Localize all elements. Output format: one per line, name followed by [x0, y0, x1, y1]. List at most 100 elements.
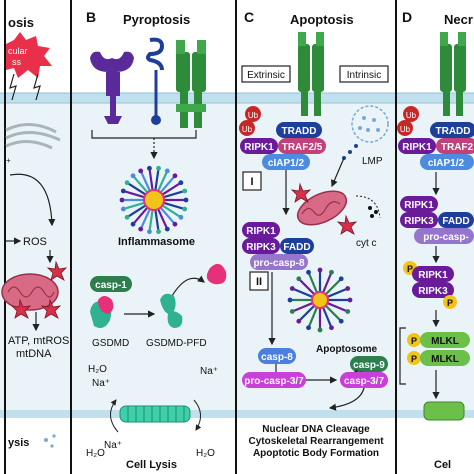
mlkl-pore [423, 401, 465, 421]
complex-spoke [139, 170, 151, 192]
svg-text:MLKL: MLKL [431, 336, 459, 347]
svg-text:RIPK3: RIPK3 [418, 286, 448, 297]
svg-text:P: P [411, 354, 417, 364]
svg-text:RIPK3: RIPK3 [404, 216, 434, 227]
outcome-1: Nuclear DNA Cleavage [262, 424, 370, 435]
svg-text:+: + [6, 156, 11, 165]
complex-spoke [132, 206, 149, 225]
complex-node [156, 165, 161, 171]
panel-b-letter: B [86, 9, 96, 25]
complex-spoke [307, 306, 318, 329]
complex-spoke [154, 209, 160, 232]
na-label-1: Na⁺ [92, 378, 110, 389]
ciap-pill-d [420, 154, 474, 170]
gsdmd-icon [90, 296, 114, 328]
mtdna-label: mtDNA [16, 348, 52, 360]
atp-label: ATP, mtROS, [8, 335, 72, 347]
ripk1-pill-2 [242, 222, 280, 238]
ub-circle [239, 120, 255, 136]
svg-text:P: P [407, 264, 413, 274]
phospho-circle [407, 333, 421, 347]
tradd-pill-d [430, 122, 474, 138]
svg-text:MLKL: MLKL [431, 354, 459, 365]
complex-spoke [324, 278, 342, 296]
panel-b-title: Pyroptosis [123, 12, 190, 27]
svg-text:Ub: Ub [248, 111, 259, 120]
inflammasome [119, 165, 189, 235]
phospho-circle [443, 295, 457, 309]
complex-node [296, 318, 302, 324]
complex-node [317, 327, 323, 333]
complex-node [329, 325, 334, 331]
complex-node [120, 188, 126, 194]
svg-text:TRADD: TRADD [436, 126, 471, 137]
fadd-pill [280, 238, 314, 254]
complex-node [119, 197, 125, 203]
procasp8-pill [250, 254, 308, 270]
svg-text:RIPK1: RIPK1 [404, 200, 434, 211]
path-II-box [249, 271, 269, 291]
stress-label-1: cular [8, 46, 28, 56]
svg-text:pro-casp-8: pro-casp-8 [253, 258, 305, 269]
complex-node [345, 309, 351, 314]
lysosome-icon [351, 105, 389, 143]
casp1-active-icon [206, 263, 227, 285]
svg-text:I: I [250, 176, 253, 188]
complex-core [311, 291, 329, 309]
svg-text:cIAP1/2: cIAP1/2 [268, 158, 305, 169]
complex-spoke [163, 201, 186, 211]
complex-node [172, 173, 178, 179]
casp37-pill [340, 372, 388, 388]
complex-node [156, 229, 161, 235]
panel-d-letter: D [402, 9, 412, 25]
complex-spoke [324, 304, 342, 322]
apoptosome [287, 267, 353, 333]
phospho-circle [407, 351, 421, 365]
complex-node [124, 214, 130, 220]
ciap-pill [262, 154, 310, 170]
complex-node [182, 206, 188, 212]
fadd-pill-d [438, 212, 474, 228]
complex-spoke [161, 204, 182, 219]
mlkl-pill [420, 332, 470, 348]
casp1-pill [90, 276, 132, 292]
na-label-3: Na⁺ [104, 440, 122, 451]
complex-spoke [298, 278, 316, 296]
complex-spoke [307, 271, 318, 294]
panel-c-title: Apoptosis [290, 12, 354, 27]
panel-d-cell-label: Cel [434, 459, 451, 471]
complex-node [138, 168, 144, 174]
complex-node [178, 180, 184, 186]
ripk3-pill [242, 238, 280, 254]
outcome-3: Apoptotic Body Formation [253, 448, 379, 459]
svg-text:casp-3/7: casp-3/7 [344, 376, 384, 387]
complex-spoke [326, 302, 349, 313]
casp8-pill [258, 348, 296, 364]
complex-node [182, 188, 188, 194]
complex-core [143, 189, 165, 211]
ripk1-pill-d3 [412, 266, 454, 282]
complex-spoke [291, 302, 314, 313]
ripk1-pill-d [398, 138, 436, 154]
death-receptor-d [440, 32, 466, 116]
mitochondrion [1, 273, 59, 311]
lysis-label: ysis [8, 437, 29, 449]
complex-node [289, 286, 295, 291]
complex-spoke [132, 175, 149, 194]
svg-text:pro-casp-3/7: pro-casp-3/7 [244, 376, 304, 387]
h2o-label-3: H₂O [196, 448, 215, 459]
complex-spoke [139, 208, 151, 230]
ub-circle [403, 106, 419, 122]
complex-spoke [126, 204, 147, 219]
traf-pill [278, 138, 326, 154]
svg-text:Ub: Ub [400, 125, 411, 134]
casp1-label: casp-1 [95, 280, 127, 291]
complex-node [338, 276, 344, 282]
purple-receptor [90, 51, 134, 124]
gsdmd-pfd-icon [160, 293, 183, 328]
complex-node [287, 297, 293, 303]
panel-b: B Pyroptosis Inflamma [86, 9, 227, 471]
panel-d: D Necr Ub Ub TRADD RIPK1 TRAF2 cIAP1/2 R… [397, 9, 474, 471]
